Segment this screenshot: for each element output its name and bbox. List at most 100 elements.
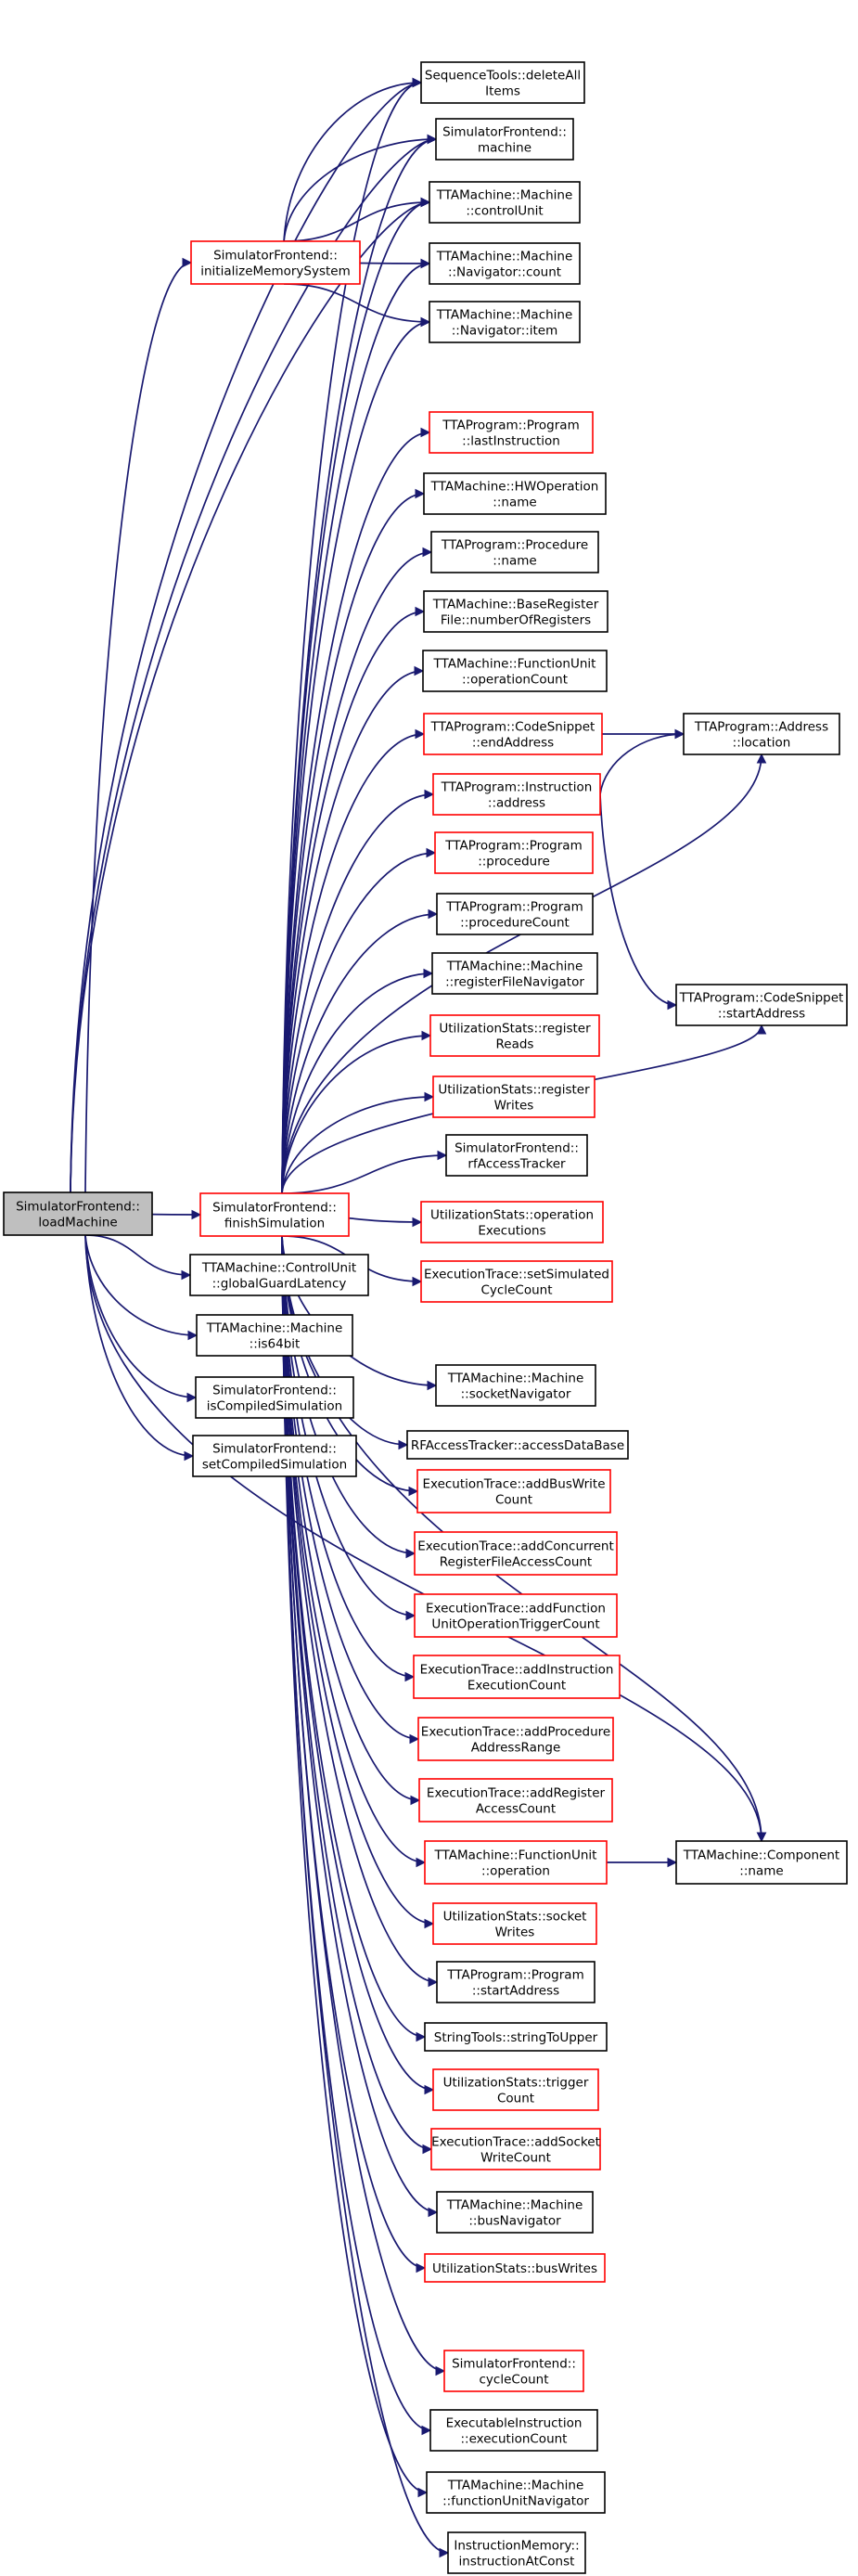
node-addinstr[interactable]: ExecutionTrace::addInstructionExecutionC… (413, 1655, 621, 1699)
node-label-line: AddressRange (471, 1741, 561, 1756)
node-init[interactable]: SimulatorFrontend::initializeMemorySyste… (190, 240, 361, 285)
node-instrat[interactable]: InstructionMemory::instructionAtConst (447, 2531, 586, 2574)
node-cyclecount[interactable]: SimulatorFrontend::cycleCount (443, 2350, 584, 2392)
node-label-line: ::procedureCount (460, 916, 570, 931)
node-label-line: TTAMachine::Machine (436, 308, 573, 323)
node-label-line: TTAMachine::Machine (206, 1321, 343, 1336)
edge-finish-to-opcount (281, 670, 424, 1194)
node-rfnav[interactable]: TTAMachine::Machine::registerFileNavigat… (431, 952, 598, 995)
node-label-line: RFAccessTracker::accessDataBase (411, 1438, 624, 1453)
node-finish[interactable]: SimulatorFrontend::finishSimulation (199, 1192, 350, 1237)
edge-finish-to-navitem (281, 321, 430, 1194)
arrowhead-root-to-finish (191, 1209, 202, 1220)
node-socknav[interactable]: TTAMachine::Machine::socketNavigator (435, 1364, 596, 1407)
arrowhead-finish-to-addsock (422, 2144, 433, 2155)
node-fuop[interactable]: TTAMachine::FunctionUnit::operation (424, 1840, 608, 1885)
arrowhead-finish-to-instraddr (424, 789, 435, 800)
node-label-line: UtilizationStats::register (438, 1083, 590, 1098)
node-procname[interactable]: TTAProgram::Procedure::name (430, 531, 599, 573)
node-label-line: Items (485, 84, 520, 99)
node-label-line: ExecutionTrace::addFunction (426, 1602, 606, 1616)
arrowhead-finish-to-progproc (426, 847, 437, 858)
node-addconc[interactable]: ExecutionTrace::addConcurrentRegisterFil… (414, 1531, 618, 1576)
node-label-line: ::Navigator::item (452, 324, 558, 339)
node-label-line: Executions (478, 1224, 545, 1239)
node-startaddr[interactable]: TTAProgram::Program::startAddress (436, 1961, 595, 2003)
node-box (416, 1469, 611, 1513)
edge-init-to-navitem (284, 283, 430, 323)
node-execcount[interactable]: ExecutableInstruction::executionCount (429, 2409, 598, 2452)
node-setcomp[interactable]: SimulatorFrontend::setCompiledSimulation (192, 1435, 357, 1477)
node-iscomp[interactable]: SimulatorFrontend::isCompiledSimulation (195, 1376, 354, 1419)
node-box (192, 1435, 357, 1477)
arrowhead-finish-to-startaddr (428, 1977, 439, 1988)
node-opcount[interactable]: TTAMachine::FunctionUnit::operationCount (422, 650, 608, 692)
node-addrloc[interactable]: TTAProgram::Address::location (683, 713, 840, 755)
node-label-line: TTAMachine::FunctionUnit (433, 657, 596, 672)
node-addfunc[interactable]: ExecutionTrace::addFunctionUnitOperation… (414, 1593, 618, 1638)
node-label-line: TTAProgram::Procedure (441, 538, 588, 553)
node-lastinstr[interactable]: TTAProgram::Program::lastInstruction (429, 411, 594, 454)
node-box (424, 2022, 608, 2052)
edge-finish-to-machine (281, 138, 437, 1194)
node-box (199, 1192, 350, 1237)
edge-root-to-is64 (84, 1234, 198, 1336)
node-box (414, 1531, 618, 1576)
node-label-line: finishSimulation (224, 1217, 325, 1231)
node-box (423, 590, 608, 633)
node-label-line: SimulatorFrontend:: (452, 2357, 576, 2372)
node-navitem[interactable]: TTAMachine::Machine::Navigator::item (429, 301, 581, 343)
node-ctrlunit[interactable]: TTAMachine::Machine::controlUnit (429, 181, 581, 224)
node-label-line: File::numberOfRegisters (441, 613, 591, 628)
node-box (417, 1717, 614, 1761)
node-rfacc[interactable]: SimulatorFrontend::rfAccessTracker (445, 1134, 588, 1177)
node-instraddr[interactable]: TTAProgram::Instruction::address (432, 773, 601, 816)
arrowhead-instraddr-to-snipstart (667, 999, 678, 1011)
node-accdb[interactable]: RFAccessTracker::accessDataBase (406, 1430, 629, 1460)
node-busnav[interactable]: TTAMachine::Machine::busNavigator (436, 2191, 594, 2234)
node-guard[interactable]: TTAMachine::ControlUnit::globalGuardLate… (189, 1254, 369, 1296)
node-label-line: Count (495, 1493, 532, 1508)
node-proccount[interactable]: TTAProgram::Program::procedureCount (436, 893, 594, 935)
edge-finish-to-hwopname (281, 493, 425, 1194)
node-endaddr[interactable]: TTAProgram::CodeSnippet::endAddress (423, 713, 603, 755)
edge-finish-to-rfnav (281, 972, 433, 1194)
node-snipstart[interactable]: TTAProgram::CodeSnippet::startAddress (675, 984, 848, 1026)
node-label-line: ::Navigator::count (448, 265, 561, 280)
node-label-line: SimulatorFrontend:: (442, 125, 567, 140)
node-root[interactable]: SimulatorFrontend::loadMachine (3, 1191, 153, 1236)
node-box (406, 1430, 629, 1460)
node-is64[interactable]: TTAMachine::Machine::is64bit (196, 1314, 353, 1357)
node-machine[interactable]: SimulatorFrontend::machine (435, 118, 574, 161)
node-funav[interactable]: TTAMachine::Machine::functionUnitNavigat… (426, 2471, 606, 2514)
node-toupper[interactable]: StringTools::stringToUpper (424, 2022, 608, 2052)
node-navcount[interactable]: TTAMachine::Machine::Navigator::count (429, 242, 581, 285)
arrowhead-finish-to-buswrites (416, 2262, 427, 2273)
node-label-line: ::globalGuardLatency (212, 1277, 347, 1292)
node-label-line: WriteCount (480, 2151, 551, 2166)
node-hwopname[interactable]: TTAMachine::HWOperation::name (423, 472, 607, 515)
edge-init-to-ctrlunit (284, 201, 430, 242)
node-label-line: ::name (739, 1864, 783, 1879)
node-numregs[interactable]: TTAMachine::BaseRegisterFile::numberOfRe… (423, 590, 608, 633)
node-label-line: InstructionMemory:: (454, 2539, 579, 2554)
node-buswrites[interactable]: UtilizationStats::busWrites (424, 2253, 606, 2283)
node-compname[interactable]: TTAMachine::Component::name (675, 1840, 848, 1885)
node-progproc[interactable]: TTAProgram::Program::procedure (434, 831, 594, 874)
edge-root-to-guard (84, 1234, 191, 1276)
node-box (429, 242, 581, 285)
node-box (443, 2350, 584, 2392)
node-label-line: ::name (493, 554, 536, 569)
node-label-line: SimulatorFrontend:: (455, 1141, 579, 1156)
